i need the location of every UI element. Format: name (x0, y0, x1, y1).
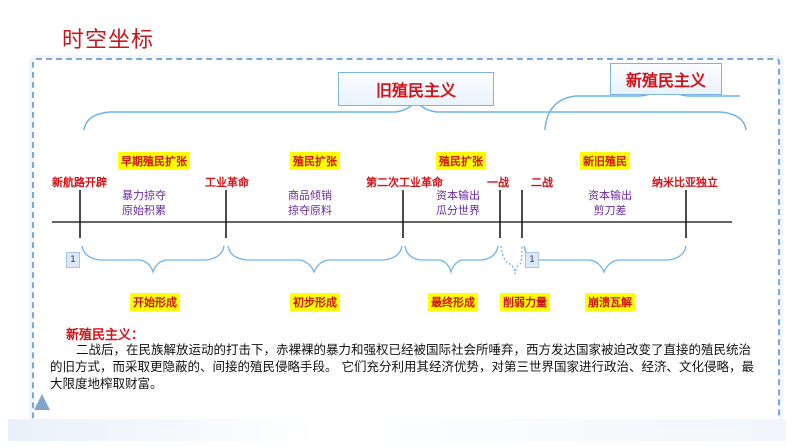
marker-2: 1 (525, 252, 539, 268)
paragraph-text: 二战后，在民族解放运动的打击下，赤裸裸的暴力和强权已经被国际社会所唾弃，西方发达… (50, 342, 754, 391)
stage-weakening: 削弱力量 (500, 293, 550, 311)
means-scissors-gap: 资本输出 剪刀差 (588, 189, 632, 217)
old-colonialism-box: 旧殖民主义 (338, 72, 494, 106)
corner-decoration (34, 394, 50, 410)
means-capital-export: 资本输出 瓜分世界 (436, 189, 480, 217)
page-title: 时空坐标 (62, 28, 155, 53)
footer-decoration (8, 419, 786, 441)
phase-tag-new-old: 新旧殖民 (580, 152, 630, 170)
means-plunder: 暴力掠夺 原始积累 (122, 189, 166, 217)
stage-final: 最终形成 (428, 293, 478, 311)
stage-collapse: 崩溃瓦解 (585, 293, 635, 311)
phase-tag-expansion-1: 殖民扩张 (290, 152, 340, 170)
event-second-industrial-revolution: 第二次工业革命 (366, 176, 443, 189)
stage-forming: 开始形成 (130, 293, 180, 311)
paragraph-heading: 新殖民主义： (66, 328, 145, 343)
timeline-ticks (79, 190, 687, 238)
event-ww1: 一战 (487, 176, 509, 189)
marker-1: 1 (66, 252, 80, 268)
event-new-route: 新航路开辟 (52, 176, 107, 189)
new-colonialism-box: 新殖民主义 (610, 63, 722, 95)
event-namibia-independence: 纳米比亚独立 (652, 176, 718, 189)
stage-initial: 初步形成 (290, 293, 340, 311)
means-dumping: 商品倾销 掠夺原料 (288, 189, 332, 217)
paragraph-body: 二战后，在民族解放运动的打击下，赤裸裸的暴力和强权已经被国际社会所唾弃，西方发达… (50, 341, 755, 392)
stage-braces (81, 245, 687, 275)
event-industrial-revolution: 工业革命 (205, 176, 249, 189)
phase-tag-expansion-2: 殖民扩张 (436, 152, 486, 170)
phase-tag-early-expansion: 早期殖民扩张 (118, 152, 190, 170)
event-ww2: 二战 (531, 176, 553, 189)
content-frame (32, 58, 780, 434)
